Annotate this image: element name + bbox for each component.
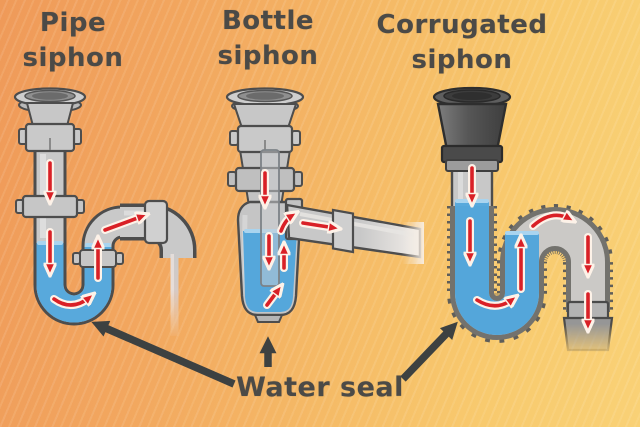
tailpiece-funnel — [232, 103, 298, 129]
bottle-siphon-title: Bottle siphon — [198, 4, 338, 74]
pipe-siphon-title: Pipe siphon — [8, 6, 138, 76]
corrugated-siphon-title: Corrugated siphon — [362, 8, 562, 78]
flow-arrow — [279, 211, 299, 233]
outlet-collar — [143, 199, 169, 245]
corrugated-siphon-title-line2: siphon — [411, 45, 513, 76]
flow-arrow — [52, 293, 95, 307]
bottle-siphon-illustration — [225, 87, 424, 323]
dark-funnel-cup — [436, 102, 508, 152]
tailpiece-funnel — [25, 102, 75, 127]
bottle-foot — [253, 314, 284, 323]
pipe-siphon-title-line1: Pipe — [39, 8, 107, 38]
flow-arrow — [265, 284, 283, 307]
water-surface — [505, 231, 539, 235]
flow-arrow — [301, 220, 341, 233]
slip-nut — [15, 194, 85, 219]
slip-nut — [229, 124, 301, 154]
water-seal-pointer-arrow — [91, 320, 236, 388]
corrugated-siphon-title-line1: Corrugated — [376, 10, 548, 40]
flow-arrow — [531, 210, 576, 228]
slip-nut — [18, 122, 82, 153]
pipe-siphon-illustration — [13, 87, 197, 336]
water-seal-pointers — [91, 320, 458, 388]
pipe-siphon-title-line2: siphon — [22, 43, 124, 74]
flow-arrow — [103, 212, 149, 232]
flow-arrows — [50, 159, 588, 326]
flow-arrow — [475, 295, 518, 309]
water-seal-pointer-arrow — [400, 321, 458, 382]
bottle-siphon-title-line2: siphon — [217, 41, 319, 72]
bottle-siphon-title-line1: Bottle — [221, 6, 315, 36]
drain-standpipe — [159, 250, 197, 336]
water-seal-label: Water seal — [236, 372, 404, 403]
